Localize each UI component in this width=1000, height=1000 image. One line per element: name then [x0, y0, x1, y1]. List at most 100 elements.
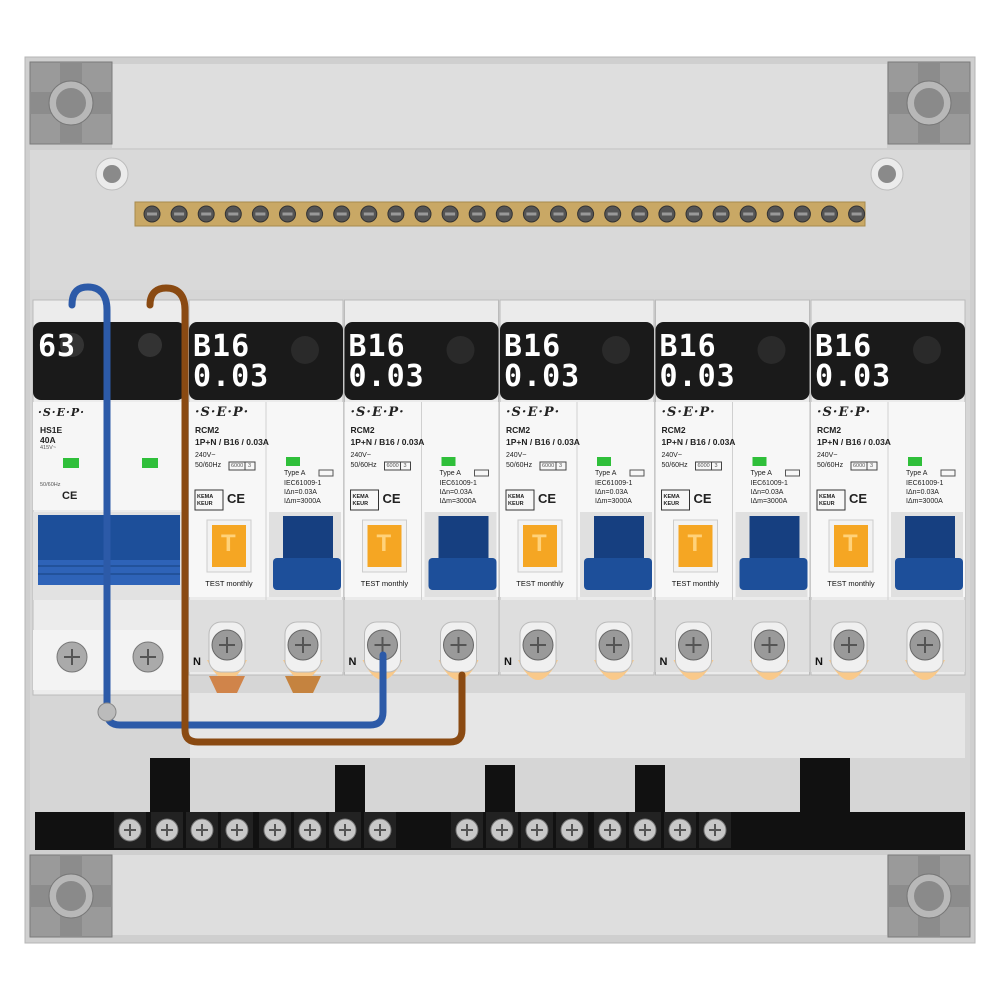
rcbo-idn: IΔn=0.03A — [284, 489, 317, 496]
main-switch-ce-mark: CE — [62, 490, 78, 502]
rcbo-idn: IΔn=0.03A — [439, 489, 473, 496]
rcbo-test-label: TEST monthly — [827, 579, 875, 588]
screw-cross — [339, 824, 351, 836]
rcbo-class: 3 — [870, 463, 874, 469]
busbar-screw-slot — [553, 212, 564, 216]
rcbo-module-5 — [810, 299, 966, 680]
screw-cross — [450, 637, 467, 653]
rcbo-idm: IΔm=3000A — [906, 498, 943, 505]
status-indicator — [752, 457, 767, 466]
rcbo-model: RCM2 — [661, 425, 686, 435]
screw-cross — [140, 649, 156, 665]
toggle-grip — [895, 558, 963, 590]
rcbo-ce-mark: CE — [227, 491, 246, 506]
rcbo-type: Type A — [439, 470, 461, 477]
rcbo-neutral-label: N — [504, 656, 512, 668]
rcbo-sensitivity-label: 0.03 — [348, 359, 425, 394]
screw-cross — [530, 637, 546, 653]
rcbo-model: RCM2 — [195, 425, 220, 435]
rcbo-ce-mark: CE — [382, 491, 401, 506]
screw-cross — [219, 637, 235, 653]
fixing-screw — [878, 165, 896, 183]
rcbo-class: 3 — [248, 463, 252, 469]
status-indicator — [286, 457, 300, 466]
type-a-symbol — [474, 469, 489, 477]
main-switch-frequency: 50/60Hz — [40, 482, 61, 488]
rcbo-cert: KEMA KEUR — [352, 494, 369, 507]
toggle-lever[interactable] — [905, 516, 955, 561]
screw-cross — [295, 637, 311, 653]
rcbo-rating-label: B16 — [193, 329, 251, 364]
test-button[interactable] — [212, 525, 246, 567]
busbar-screw-slot — [580, 212, 591, 216]
test-button[interactable] — [678, 525, 713, 567]
terminal-hole — [757, 336, 786, 364]
rcbo-idn: IΔn=0.03A — [906, 489, 939, 496]
rcbo-test-label: TEST monthly — [671, 579, 720, 588]
rcbo-rating-label: B16 — [504, 329, 562, 364]
rcbo-sensitivity-label: 0.03 — [193, 359, 270, 394]
rcbo-brand-logo: ·S·E·P· — [195, 405, 250, 420]
busbar-screw-slot — [851, 212, 862, 216]
rcbo-type: Type A — [906, 470, 928, 477]
rcbo-model: RCM2 — [817, 425, 842, 435]
toggle-lever[interactable] — [283, 516, 333, 561]
rcbo-ce-mark: CE — [693, 491, 712, 506]
rcbo-module-2 — [344, 299, 499, 680]
mount-hole-inner — [56, 88, 86, 118]
screw-cross — [606, 637, 622, 653]
main-switch-brand-logo: ·S·E·P· — [38, 406, 85, 419]
rcbo-rating-label: B16 — [659, 329, 717, 364]
kema-keur-mark — [350, 489, 379, 511]
wire-entry-screw — [97, 702, 117, 722]
busbar-screw-slot — [336, 212, 347, 216]
screw-cross — [304, 824, 316, 836]
rcbo-neutral-label: N — [815, 656, 823, 668]
rcbo-test-button-letter: T — [221, 530, 236, 557]
rcbo-neutral-label: N — [348, 656, 357, 668]
screw-cross — [761, 637, 778, 653]
rcbo-rating-label: B16 — [348, 329, 406, 364]
screw-cross — [531, 824, 543, 836]
class-box — [555, 461, 567, 471]
rcbo-idn: IΔn=0.03A — [595, 489, 628, 496]
busbar-screw-slot — [147, 212, 157, 216]
class-box — [244, 461, 256, 471]
kema-keur-mark — [194, 489, 224, 511]
busbar-screw-slot — [418, 212, 428, 216]
corner-mount-2 — [887, 61, 971, 145]
busbar-screw-slot — [824, 212, 835, 216]
busbar-screw-slot — [689, 212, 699, 216]
status-indicator — [441, 457, 456, 466]
test-button[interactable] — [523, 525, 557, 567]
toggle-lever[interactable] — [594, 516, 644, 561]
kema-keur-mark — [661, 489, 690, 511]
toggle-lever[interactable] — [749, 516, 800, 561]
rcbo-brand-logo: ·S·E·P· — [661, 405, 716, 420]
screw-cross — [841, 637, 857, 653]
mount-hole-inner — [914, 881, 944, 911]
rcbo-voltage: 240V~ — [661, 452, 682, 459]
rcbo-type: Type A — [595, 470, 617, 477]
rcbo-sensitivity-label: 0.03 — [815, 359, 892, 394]
rcbo-cert: KEMA KEUR — [663, 494, 680, 507]
main-switch-voltage: 415V~ — [40, 445, 57, 451]
rcbo-spec: 1P+N / B16 / 0.03A — [817, 437, 891, 447]
type-a-symbol — [629, 469, 645, 477]
terminal-hole — [60, 333, 84, 357]
main-switch-model: HS1E — [40, 425, 63, 435]
mount-hole-inner — [914, 88, 944, 118]
test-button[interactable] — [834, 525, 868, 567]
rcbo-frequency: 50/60Hz — [817, 462, 844, 469]
test-button[interactable] — [367, 525, 402, 567]
rcbo-class: 3 — [559, 463, 563, 469]
terminal-hole — [138, 333, 162, 357]
toggle-lever[interactable] — [438, 516, 489, 561]
rcbo-brand-logo: ·S·E·P· — [506, 405, 561, 420]
type-a-symbol — [318, 469, 334, 477]
rcbo-cert: KEMA KEUR — [197, 494, 213, 507]
rcbo-brand-logo: ·S·E·P· — [350, 405, 405, 420]
rcbo-sensitivity-label: 0.03 — [504, 359, 581, 394]
rcbo-idm: IΔm=3000A — [284, 498, 321, 505]
